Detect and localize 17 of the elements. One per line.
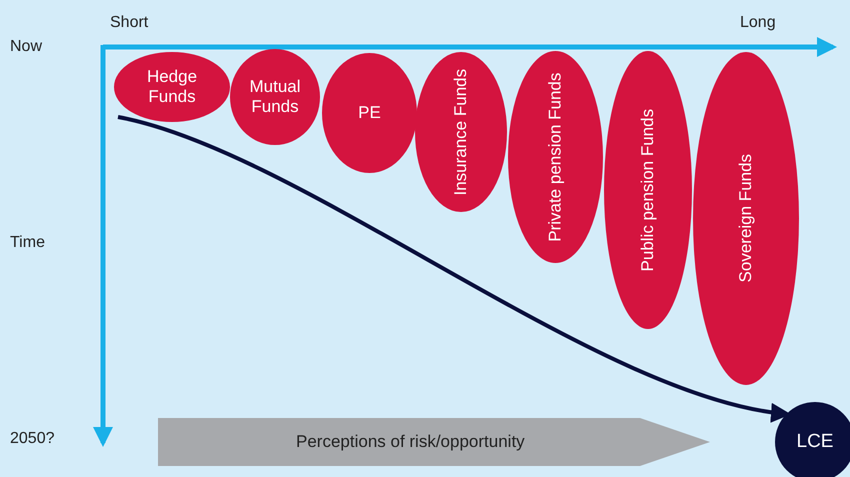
arrow-shape [158,418,710,466]
banner-label: Perceptions of risk/opportunity [296,432,525,452]
axis-label: Short [110,14,148,32]
node-label: LCE [796,430,834,454]
node-label: Sovereign Funds [736,154,756,283]
fund-ellipse [114,52,230,122]
node-label: Hedge Funds [146,66,198,108]
axis-label: Long [740,14,776,32]
axis-label: 2050? [10,430,54,448]
node-label: PE [358,102,381,124]
circle [775,402,850,477]
node-label: Insurance Funds [450,68,471,196]
axis-label: Now [10,38,42,56]
axis-label: Time [10,234,45,252]
node-label: Private pension Funds [545,72,566,242]
node-label: Mutual Funds [248,76,302,118]
node-label: Public pension Funds [638,108,658,272]
